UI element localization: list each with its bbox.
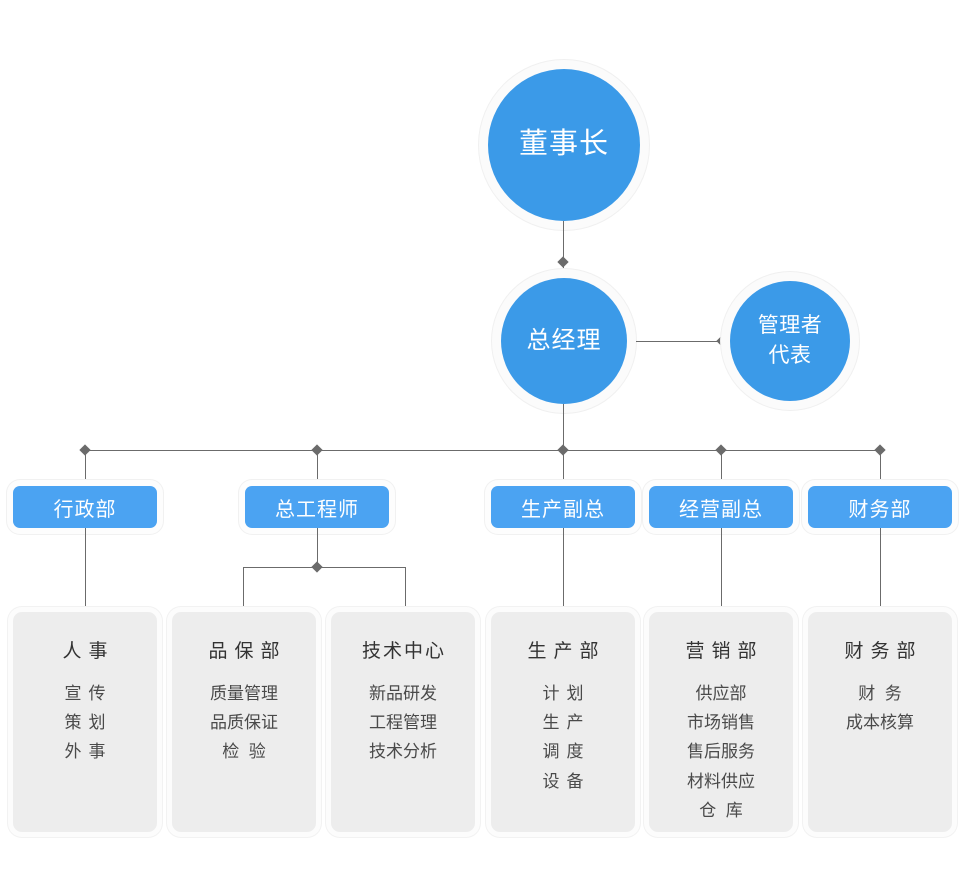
box-marketing-items: 供应部 市场销售 售后服务 材料供应 仓 库 (649, 679, 793, 825)
node-admin-department[interactable]: 行政部 (13, 486, 157, 528)
list-item: 仓 库 (699, 800, 743, 820)
box-production-items: 计划 生产 调度 设备 (491, 679, 635, 796)
box-qa-title: 品保部 (208, 641, 287, 662)
connector-gm-to-bus (563, 404, 564, 467)
list-item: 材料供应 (687, 771, 755, 791)
list-item: 宣传 (64, 684, 113, 703)
list-item: 成本核算 (846, 713, 914, 733)
box-hr[interactable]: 人事 宣传 策划 外事 (13, 612, 157, 832)
connector-bus-level3 (85, 450, 881, 451)
node-vp-production[interactable]: 生产副总 (491, 486, 635, 528)
list-item: 财 务 (858, 684, 902, 703)
list-item: 质量管理 (210, 684, 278, 703)
connector-chief-engineer-stem (317, 528, 318, 567)
box-finance-items: 财 务 成本核算 (808, 679, 952, 737)
node-management-representative-label: 管理者 代表 (758, 311, 823, 372)
list-item: 工程管理 (369, 713, 437, 733)
connector-chief-engineer-split-bus (243, 567, 405, 568)
list-item: 生产 (542, 713, 591, 733)
node-finance-head-label: 财务部 (848, 498, 912, 521)
node-chairman[interactable]: 董事长 (488, 69, 640, 221)
connector-bus-to-chief-engineer (317, 450, 318, 486)
node-general-manager[interactable]: 总经理 (501, 278, 627, 404)
node-vp-operations[interactable]: 经营副总 (649, 486, 793, 528)
node-chairman-label: 董事长 (518, 128, 609, 161)
node-management-representative[interactable]: 管理者 代表 (730, 281, 850, 401)
node-vp-operations-label: 经营副总 (679, 498, 763, 521)
box-hr-items: 宣传 策划 外事 (13, 679, 157, 767)
node-general-manager-label: 总经理 (526, 326, 602, 354)
box-production-title: 生产部 (527, 641, 606, 662)
list-item: 检 验 (222, 742, 266, 762)
connector-dot-management-rep (716, 335, 728, 347)
node-chief-engineer[interactable]: 总工程师 (245, 486, 389, 528)
list-item: 品质保证 (210, 713, 278, 733)
box-marketing-title: 营销部 (685, 641, 764, 662)
connector-chief-engineer-to-tech-center (405, 567, 406, 612)
node-management-representative-line1: 管理者 (757, 313, 823, 337)
node-vp-production-label: 生产副总 (521, 498, 605, 521)
list-item: 供应部 (695, 684, 747, 703)
box-finance-title: 财务部 (844, 641, 923, 662)
connector-chief-engineer-to-qa (243, 567, 244, 612)
list-item: 调度 (542, 742, 591, 762)
box-tech-center-items: 新品研发 工程管理 技术分析 (331, 679, 475, 767)
box-qa-items: 质量管理 品质保证 检 验 (172, 679, 316, 767)
list-item: 策划 (64, 713, 113, 733)
connector-vp-production-to-production (563, 528, 564, 612)
box-production[interactable]: 生产部 计划 生产 调度 设备 (491, 612, 635, 832)
connector-bus-to-vp-operations (721, 450, 722, 486)
box-qa[interactable]: 品保部 质量管理 品质保证 检 验 (172, 612, 316, 832)
list-item: 市场销售 (687, 713, 755, 733)
box-tech-center[interactable]: 技术中心 新品研发 工程管理 技术分析 (331, 612, 475, 832)
list-item: 技术分析 (369, 742, 437, 762)
connector-vp-operations-to-marketing (721, 528, 722, 612)
box-marketing[interactable]: 营销部 供应部 市场销售 售后服务 材料供应 仓 库 (649, 612, 793, 832)
node-finance-head[interactable]: 财务部 (808, 486, 952, 528)
list-item: 新品研发 (369, 684, 437, 703)
connector-bus-to-vp-production (563, 450, 564, 486)
list-item: 计划 (542, 684, 591, 703)
connector-admin-to-hr (85, 528, 86, 612)
connector-chairman-to-gm (563, 221, 564, 278)
list-item: 售后服务 (687, 742, 755, 762)
box-tech-center-title: 技术中心 (361, 641, 446, 662)
node-admin-department-label: 行政部 (53, 498, 117, 521)
box-finance[interactable]: 财务部 财 务 成本核算 (808, 612, 952, 832)
connector-bus-to-admin (85, 450, 86, 486)
connector-gm-to-management-rep (636, 341, 722, 342)
node-management-representative-line2: 代表 (768, 344, 812, 367)
connector-finance-head-to-finance (880, 528, 881, 612)
list-item: 设备 (542, 771, 591, 791)
connector-bus-to-finance-head (880, 450, 881, 486)
box-hr-title: 人事 (62, 641, 115, 662)
connector-dot-gm-top (557, 256, 569, 268)
node-chief-engineer-label: 总工程师 (275, 498, 359, 521)
list-item: 外事 (64, 742, 113, 762)
